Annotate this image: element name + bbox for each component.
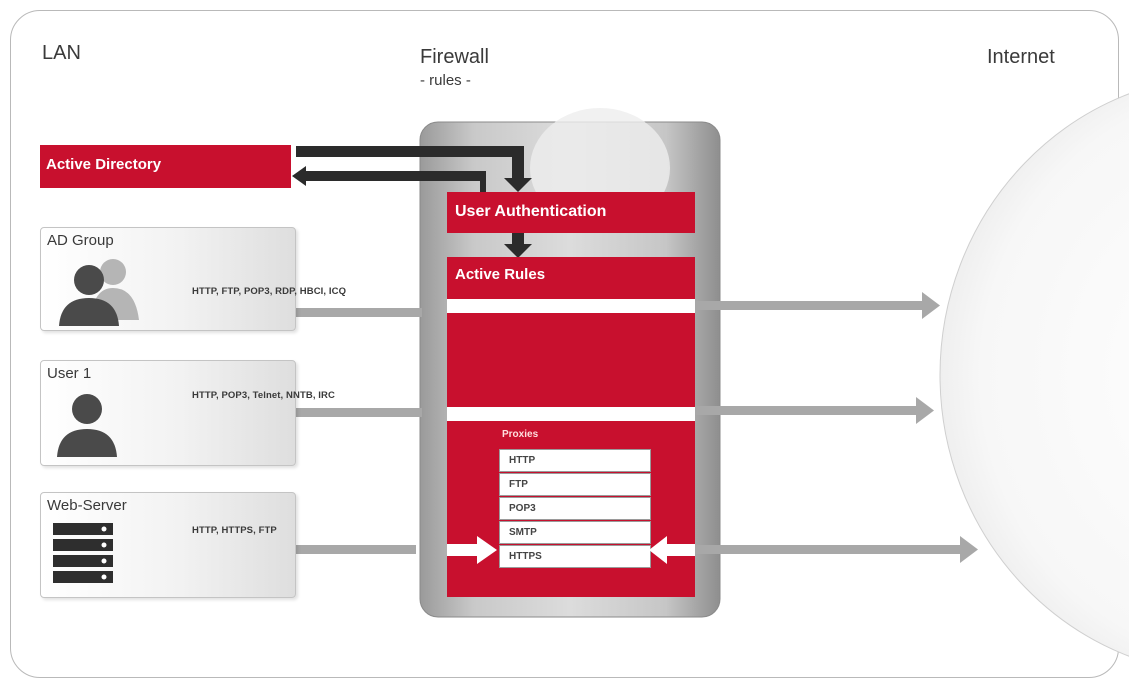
rule-row-2 [447,407,695,421]
active-directory-label: Active Directory [46,156,162,173]
server-icon [53,523,113,583]
smtp-arrow-in-left [447,536,497,564]
user1-protocols: HTTP, POP3, Telnet, NNTB, IRC [192,390,335,401]
user1-box: User 1 [40,360,296,466]
rule-row-1 [447,299,695,313]
active-directory-box: Active Directory [40,145,291,188]
web-server-box: Web-Server [40,492,296,598]
user-authentication-label: User Authentication [455,203,607,220]
ad-group-protocols: HTTP, FTP, POP3, RDP, HBCI, ICQ [192,286,347,297]
web-server-protocols: HTTP, HTTPS, FTP [192,525,277,536]
proxy-item: POP3 [499,497,651,520]
active-rules-label: Active Rules [455,266,546,283]
proxy-item: FTP [499,473,651,496]
lan-title: LAN [42,42,81,64]
ad-group-label: AD Group [47,232,114,249]
internet-title: Internet [987,46,1055,68]
firewall-subtitle: - rules - [420,72,471,89]
ad-group-box: AD Group [40,227,296,331]
user-authentication-box: User Authentication [447,192,695,233]
proxy-item: HTTP [499,449,651,472]
smtp-arrows [447,536,695,564]
web-server-label: Web-Server [47,497,127,514]
smtp-arrow-in-right [649,536,695,564]
user-group-icon [59,259,139,326]
auth-arrows [292,146,532,258]
internet-cloud [939,93,1129,657]
proxy-item: HTTPS [499,545,651,568]
user-icon [57,394,117,457]
firewall-title: Firewall [420,46,489,68]
proxies-title: Proxies [502,429,539,440]
traffic-arrows-right [694,292,978,563]
user1-label: User 1 [47,365,92,382]
proxy-item: SMTP [499,521,651,544]
